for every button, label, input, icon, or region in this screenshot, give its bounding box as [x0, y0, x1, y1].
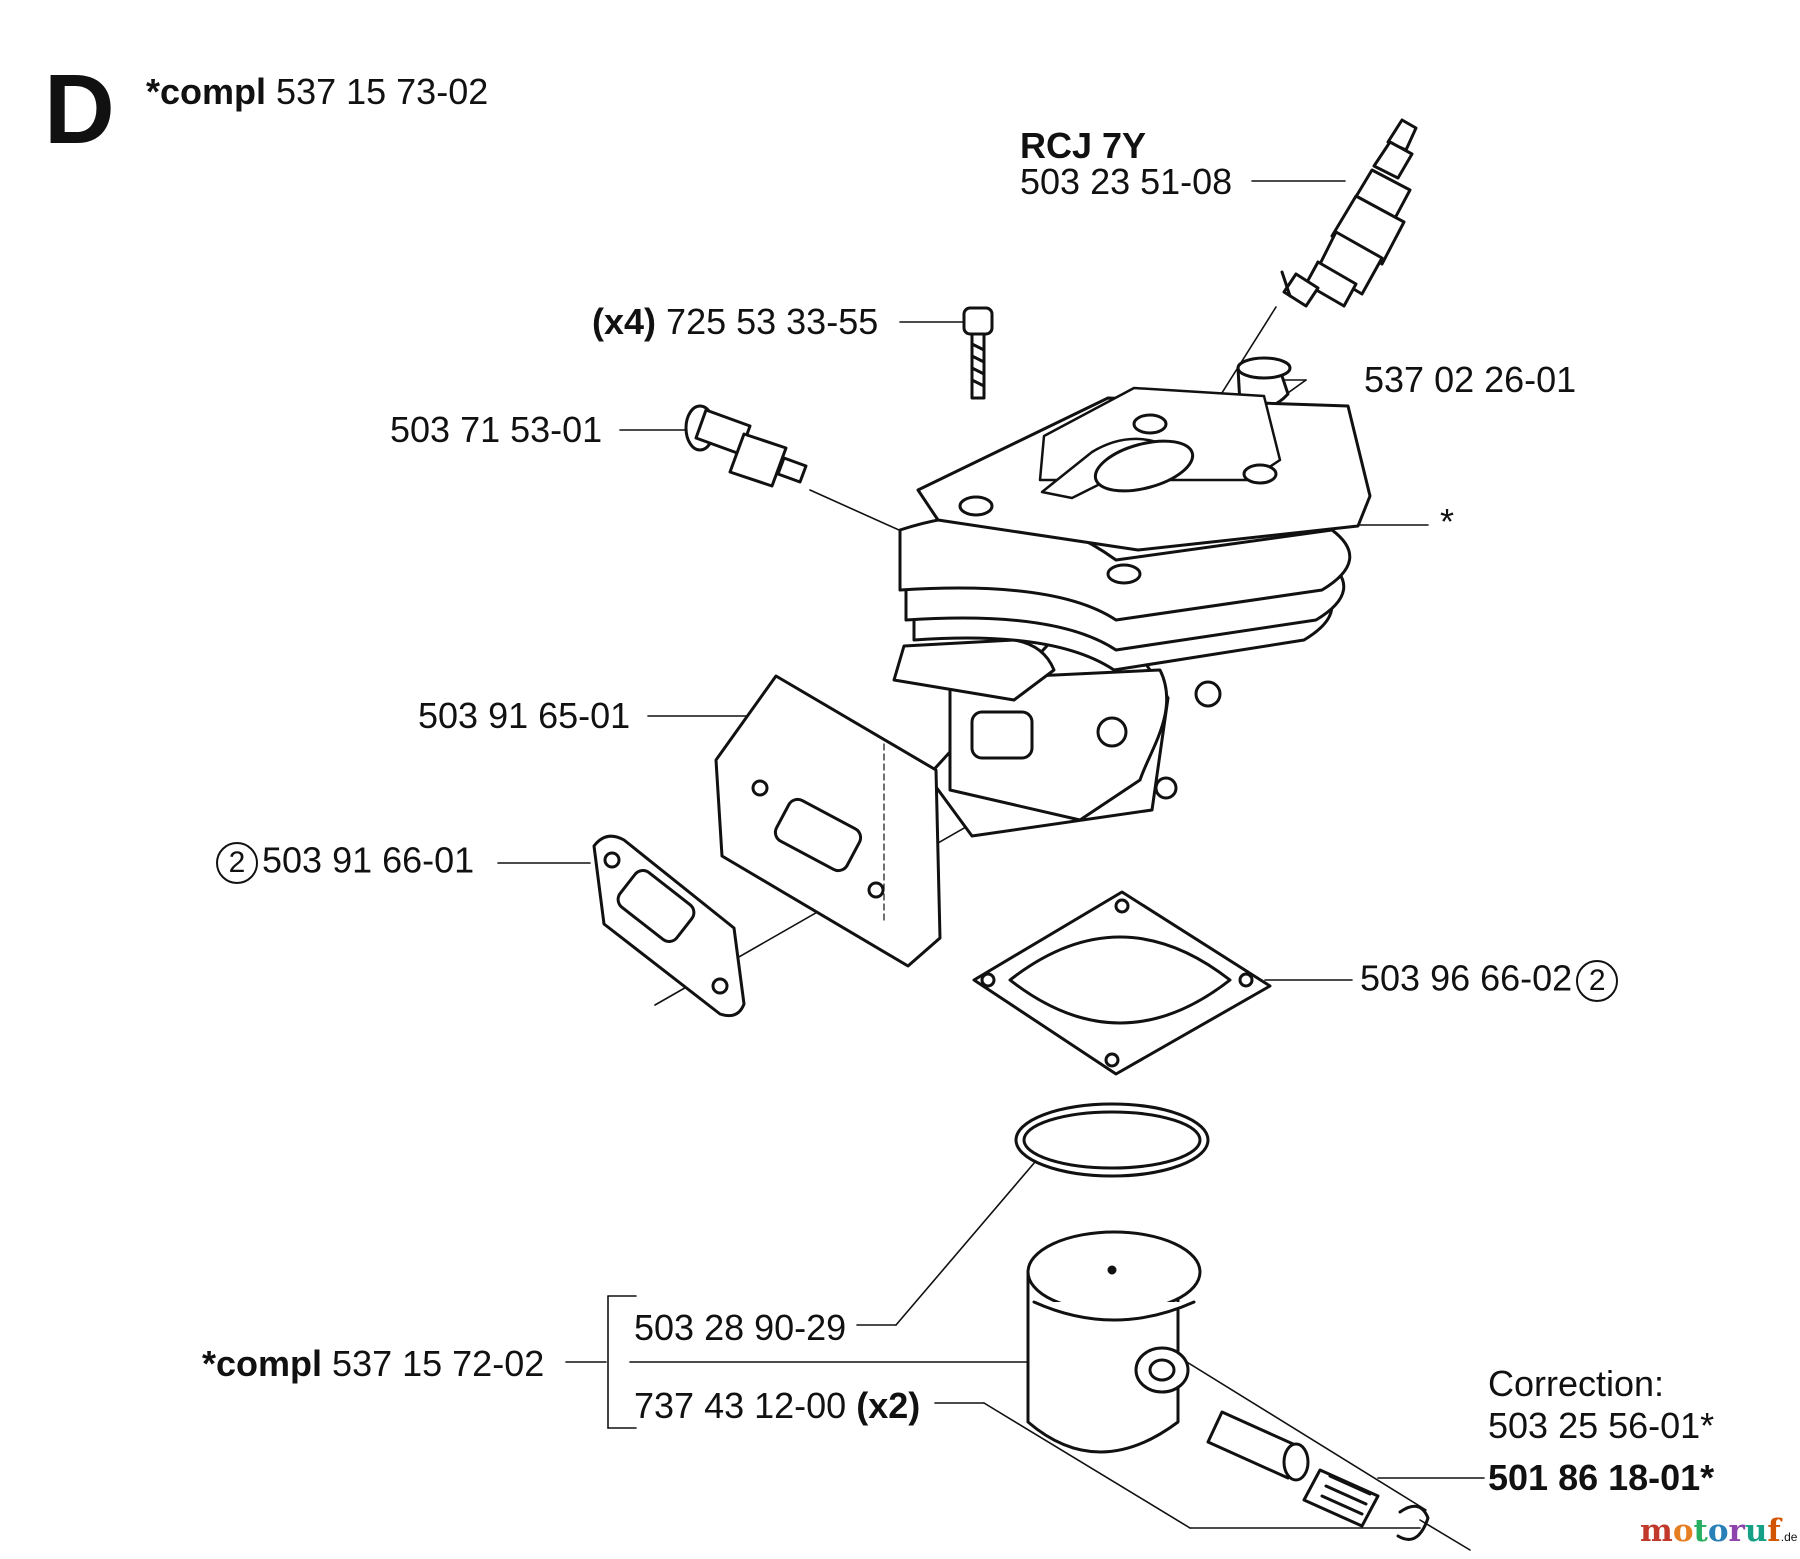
muffler-gasket-circle: 2	[216, 842, 258, 884]
cylinder-gasket-number[interactable]: 503 96 66-02	[1360, 957, 1573, 999]
correction-old-number[interactable]: 503 25 56-01*	[1488, 1405, 1715, 1446]
piston-assembly-prefix: *compl	[202, 1343, 323, 1384]
header-prefix: *compl	[146, 71, 267, 112]
circlip-drawing	[1396, 1504, 1430, 1541]
piston-ring-number[interactable]: 503 28 90-29	[634, 1307, 847, 1348]
cap-number[interactable]: 537 02 26-01	[1364, 359, 1577, 400]
watermark-letter: r	[1728, 1513, 1745, 1549]
piston-ring-drawing	[1014, 1102, 1210, 1178]
header-number: 537 15 73-02	[276, 71, 489, 112]
heat-shield-drawing	[714, 674, 942, 968]
watermark-domain: .de	[1780, 1530, 1798, 1544]
muffler-gasket-drawing	[592, 834, 746, 1018]
watermark-letter: u	[1744, 1513, 1768, 1549]
decompression-valve-number[interactable]: 503 71 53-01	[390, 409, 603, 450]
spark-plug-number[interactable]: 503 23 51-08	[1020, 161, 1233, 202]
cylinder-gasket-circle: 2	[1576, 960, 1619, 1002]
cylinder-drawing	[892, 386, 1372, 838]
screw-drawing	[962, 306, 994, 400]
watermark-letter: m	[1640, 1513, 1673, 1549]
circlip-label: 737 43 12-00 (x2)	[634, 1388, 920, 1424]
screw-number[interactable]: 725 53 33-55	[666, 301, 879, 342]
piston-drawing	[1026, 1230, 1202, 1454]
watermark-letter: f	[1767, 1513, 1781, 1549]
spark-plug-type: RCJ 7Y	[1020, 125, 1147, 166]
circlip-number[interactable]: 737 43 12-00	[634, 1385, 847, 1426]
screw-label: (x4) 725 53 33-55	[592, 304, 878, 340]
watermark-letter: t	[1693, 1513, 1708, 1549]
piston-pin-drawing	[1206, 1410, 1380, 1528]
muffler-gasket-number[interactable]: 503 91 66-01	[262, 839, 475, 881]
piston-assembly-number[interactable]: 537 15 72-02	[332, 1343, 545, 1384]
heat-shield-number[interactable]: 503 91 65-01	[418, 695, 631, 736]
watermark-logo: motoruf.de	[1640, 1516, 1797, 1547]
circlip-qty: (x2)	[856, 1385, 921, 1426]
section-letter: D	[44, 54, 115, 164]
decompression-valve-drawing	[684, 404, 808, 488]
correction-new-number[interactable]: 501 86 18-01*	[1488, 1457, 1715, 1498]
watermark-letter: o	[1672, 1513, 1694, 1549]
spark-plug-drawing	[1280, 118, 1418, 308]
correction-title: Correction:	[1488, 1363, 1665, 1404]
cylinder-asterisk: *	[1440, 501, 1455, 542]
watermark-letter: o	[1707, 1513, 1729, 1549]
header-compl-label: *compl 537 15 73-02	[146, 74, 488, 110]
screw-qty: (x4)	[592, 301, 657, 342]
piston-assembly-label: *compl 537 15 72-02	[202, 1346, 544, 1382]
cylinder-gasket-drawing	[972, 890, 1272, 1076]
